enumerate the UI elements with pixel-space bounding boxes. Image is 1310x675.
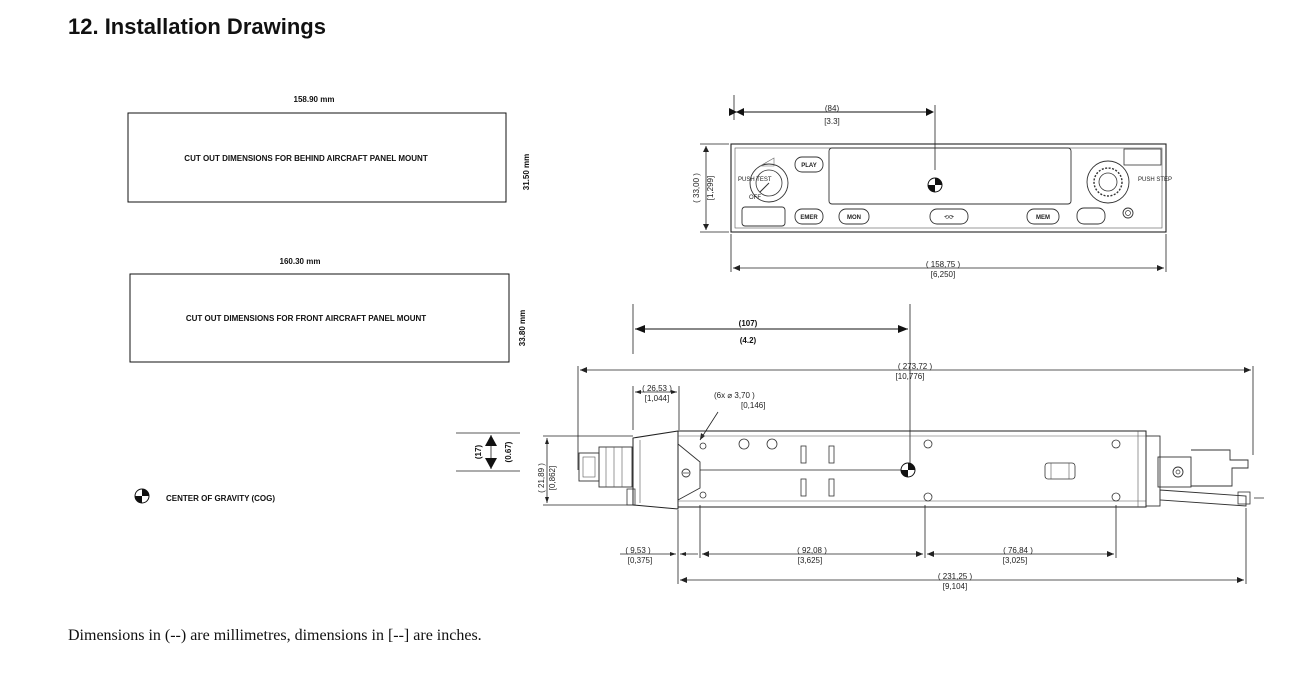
cutout-behind-width: 158.90 mm [294, 95, 335, 104]
h2-mm: ( 21,89 ) [537, 463, 546, 493]
frequency-knob [1086, 160, 1130, 204]
front-width-mm: ( 158,75 ) [926, 260, 961, 269]
side-cog-icon [900, 462, 916, 478]
b1-mm: ( 9,53 ) [625, 546, 651, 555]
mon-button [838, 208, 870, 225]
cutout-front-width: 160.30 mm [280, 257, 321, 266]
front-width-in: [6,250] [931, 270, 955, 279]
cutout-behind: 158.90 mm CUT OUT DIMENSIONS FOR BEHIND … [127, 95, 531, 203]
side-view: (107) (4.2) ( 273,72 ) [10,776] ( 26,53 … [456, 304, 1264, 591]
play-button [794, 156, 824, 173]
mon-label: MON [847, 215, 861, 221]
cutout-behind-text: CUT OUT DIMENSIONS FOR BEHIND AIRCRAFT P… [184, 154, 428, 163]
front-view: (84) [3.3] ( 33,00 ) [1,299] ( 158,75 ) … [692, 95, 1172, 279]
front-height-mm: ( 33,00 ) [692, 173, 701, 203]
b3-in: [3,025] [1003, 556, 1027, 565]
holes-in: [0,146] [741, 401, 765, 410]
holes-mm: (6x ⌀ 3,70 ) [714, 391, 755, 400]
side-cog-in: (4.2) [740, 336, 757, 345]
swap-button [929, 208, 969, 225]
play-label: PLAY [801, 163, 816, 169]
side-cog-mm: (107) [739, 319, 758, 328]
push-test-label: PUSH TEST [738, 177, 772, 183]
cog-legend: CENTER OF GRAVITY (COG) [134, 488, 275, 504]
front-height-in: [1,299] [706, 176, 715, 200]
d1-mm: ( 26,53 ) [642, 384, 672, 393]
h1-in: (0.67) [504, 441, 513, 462]
push-step-label: PUSH STEP [1138, 177, 1172, 183]
units-footnote: Dimensions in (--) are millimetres, dime… [68, 627, 482, 644]
b2-in: [3,625] [798, 556, 822, 565]
front-cog-mm: (84) [825, 104, 840, 113]
page-title: 12. Installation Drawings [68, 14, 326, 39]
b2-mm: ( 92,08 ) [797, 546, 827, 555]
front-cog-in: [3.3] [824, 117, 840, 126]
display-window [828, 147, 1072, 205]
cutout-front-box [129, 273, 510, 363]
h2-in: [0,862] [548, 466, 557, 490]
cutout-behind-box [127, 112, 507, 203]
cutout-front: 160.30 mm CUT OUT DIMENSIONS FOR FRONT A… [129, 257, 527, 363]
overall-length-mm: ( 273,72 ) [898, 362, 933, 371]
emer-button [794, 208, 824, 225]
off-label: OFF [749, 195, 761, 201]
b3-mm: ( 76,84 ) [1003, 546, 1033, 555]
mem-label: MEM [1036, 215, 1050, 221]
faceplate-outline [730, 143, 1167, 233]
volume-knob [749, 163, 789, 203]
swap-label: ⟲⟳ [944, 215, 954, 221]
d1-in: [1,044] [645, 394, 669, 403]
cutout-front-height: 33.80 mm [518, 310, 527, 346]
cutout-behind-height: 31.50 mm [522, 154, 531, 190]
emer-label: EMER [800, 215, 818, 221]
mem-button [1026, 208, 1060, 225]
cutout-front-text: CUT OUT DIMENSIONS FOR FRONT AIRCRAFT PA… [186, 314, 426, 323]
cog-icon [134, 488, 150, 504]
front-cog-icon [927, 177, 943, 193]
b4-in: [9,104] [943, 582, 967, 591]
overall-length-in: [10,776] [896, 372, 925, 381]
cog-legend-label: CENTER OF GRAVITY (COG) [166, 494, 275, 503]
b4-mm: ( 231,25 ) [938, 572, 973, 581]
b1-in: [0,375] [628, 556, 652, 565]
h1-mm: (17) [474, 445, 483, 460]
